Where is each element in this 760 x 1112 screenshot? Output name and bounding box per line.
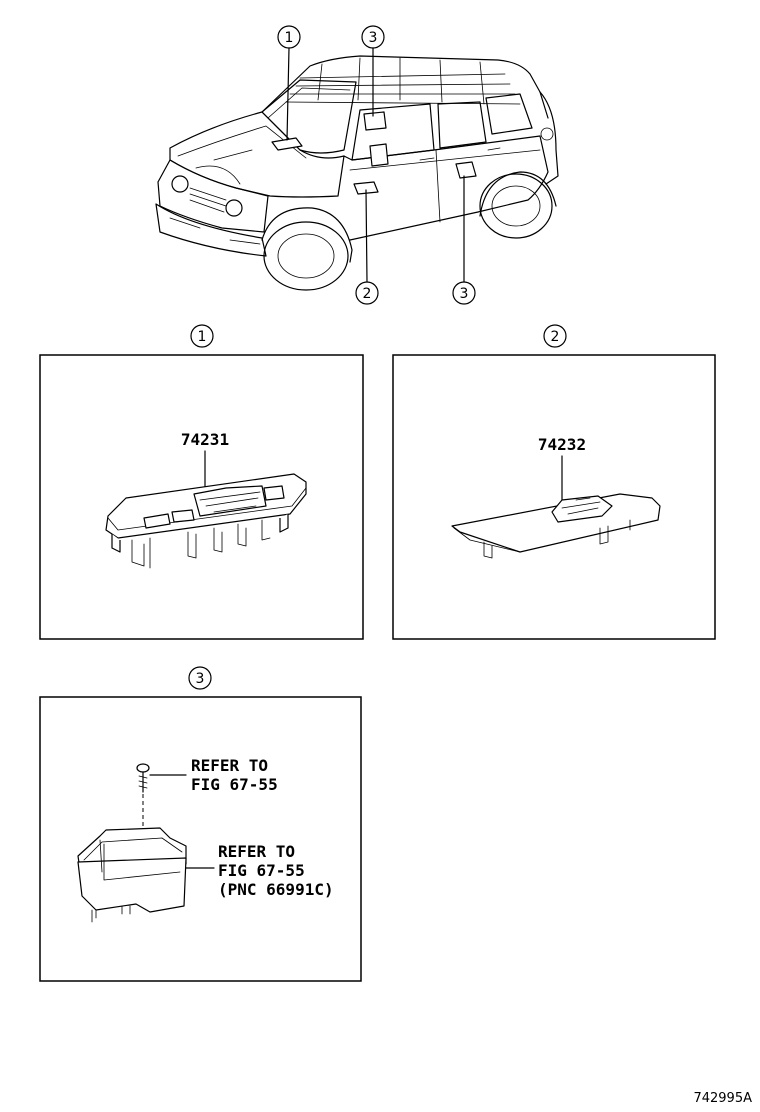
master-window-switch-bezel: [105, 473, 307, 569]
panel-2-frame: [392, 354, 716, 640]
cup-refer-line-2: FIG 67-55: [218, 861, 305, 880]
part-number-74231: 74231: [181, 430, 229, 449]
part-number-74232: 74232: [538, 435, 586, 454]
cup-refer-line-3: (PNC 66991C): [218, 880, 334, 899]
screw-refer-line-1: REFER TO: [191, 756, 268, 775]
callout-2-panel: 2: [543, 324, 567, 348]
svg-text:3: 3: [369, 30, 378, 46]
panel-1-frame: [39, 354, 364, 640]
cup-holder-insert: [77, 827, 187, 923]
vehicle-illustration: [155, 55, 559, 291]
callout-3-panel: 3: [188, 666, 212, 690]
svg-text:1: 1: [285, 30, 294, 46]
svg-text:2: 2: [551, 329, 560, 345]
callout-leader: [286, 47, 290, 141]
passenger-window-switch-bezel: [451, 493, 661, 559]
panel-3-frame: [39, 696, 362, 982]
cup-refer-line-1: REFER TO: [218, 842, 295, 861]
callout-3-rear: 3: [452, 281, 476, 305]
illustration-code: 742995A: [693, 1091, 752, 1106]
callout-1-vehicle: 1: [277, 25, 301, 49]
svg-text:3: 3: [460, 286, 469, 302]
screw-refer-line-2: FIG 67-55: [191, 775, 278, 794]
svg-text:1: 1: [198, 329, 207, 345]
callout-leader: [365, 189, 368, 283]
screw: [136, 763, 150, 793]
svg-text:2: 2: [363, 286, 372, 302]
svg-text:3: 3: [196, 671, 205, 687]
callout-3-roof: 3: [361, 25, 385, 49]
callout-1-panel: 1: [190, 324, 214, 348]
callout-2-vehicle: 2: [355, 281, 379, 305]
